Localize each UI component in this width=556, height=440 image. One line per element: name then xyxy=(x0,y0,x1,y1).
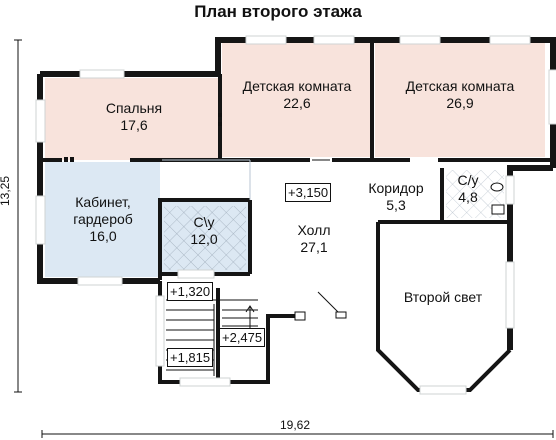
wc-toilet xyxy=(490,182,504,192)
window-bay-right xyxy=(505,261,515,329)
window-kids2-top2 xyxy=(489,35,531,45)
level-stair-2: +2,475 xyxy=(219,328,266,347)
bathroom-tile xyxy=(164,206,246,270)
window-bay-bottom xyxy=(419,385,467,395)
dimension-width: 19,62 xyxy=(280,418,311,432)
stair-steps-2 xyxy=(214,299,258,327)
kids-room-1-fill xyxy=(222,42,372,157)
vent-2 xyxy=(70,157,74,162)
vent-1 xyxy=(64,157,68,162)
wall-right xyxy=(507,165,553,350)
window-study-left xyxy=(35,195,46,245)
window-wc-right xyxy=(505,175,515,205)
wc-sink xyxy=(491,204,505,215)
level-hall: +3,150 xyxy=(285,183,332,202)
vent-3 xyxy=(218,113,222,117)
plan-title: План второго этажа xyxy=(194,2,362,21)
window-bedroom-left xyxy=(35,99,46,143)
level-stair-3: +1,815 xyxy=(167,348,214,367)
window-bedroom-top xyxy=(79,69,125,79)
window-kids2-top xyxy=(399,35,441,45)
window-bath-bottom xyxy=(177,269,215,279)
dimension-height: 13,25 xyxy=(0,175,13,207)
level-stair-1: +1,320 xyxy=(167,282,214,301)
vent-4 xyxy=(218,122,222,126)
door-stair xyxy=(294,311,306,321)
window-kids1-top xyxy=(245,35,287,45)
window-stair-bottom xyxy=(179,377,231,387)
room-second-light: Второй свет xyxy=(403,289,483,305)
window-study-bottom xyxy=(77,276,123,286)
window-kids1-top2 xyxy=(313,35,355,45)
bedroom-fill xyxy=(45,78,218,160)
door-hall xyxy=(317,291,341,315)
door-hall-leaf xyxy=(335,311,347,319)
study-fill xyxy=(45,162,160,277)
kids-room-2-fill xyxy=(375,42,545,157)
bay-window xyxy=(376,222,512,392)
window-kids2-right xyxy=(548,69,556,125)
window-stair-left xyxy=(155,295,165,367)
